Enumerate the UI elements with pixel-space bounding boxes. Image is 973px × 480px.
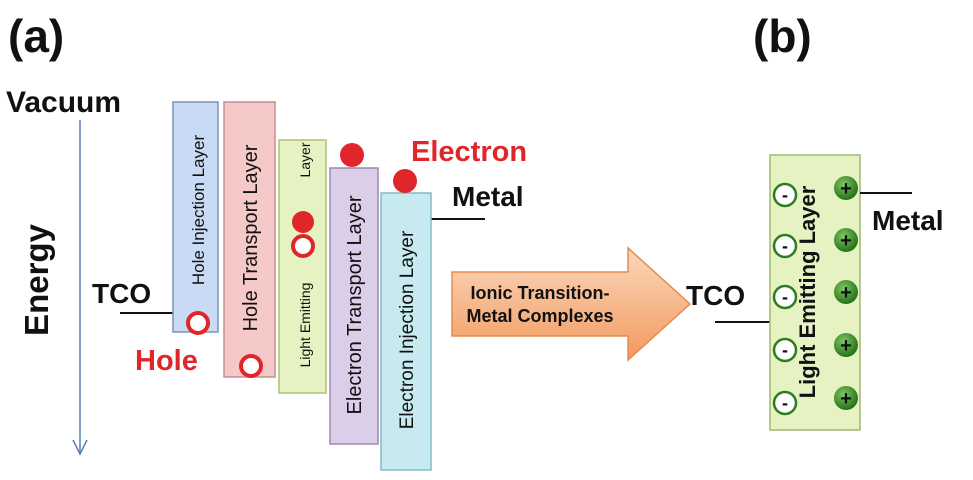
anion-symbol: - <box>782 393 788 413</box>
arrow-label-line1: Ionic Transition- <box>470 283 609 303</box>
light-emitting-layer-box <box>278 139 327 394</box>
hole-marker-hil <box>186 311 210 335</box>
cation-5: + <box>834 386 858 410</box>
vacuum-label: Vacuum <box>6 86 121 119</box>
cation-1: + <box>834 176 858 200</box>
anion-symbol: - <box>782 185 788 205</box>
anion-symbol: - <box>782 236 788 256</box>
panel-label-b: (b) <box>753 10 812 62</box>
hole-label: Hole <box>135 345 198 377</box>
anion-4: - <box>772 337 798 363</box>
electron-injection-layer-label: Electron Injection Layer <box>397 230 418 429</box>
tco-label-b: TCO <box>686 280 745 311</box>
hole-transport-layer-label: Hole Transport Layer <box>240 144 262 331</box>
hole-marker-eml <box>291 234 315 258</box>
electron-transport-layer-label: Electron Transport Layer <box>344 195 366 414</box>
light-emitting-layer-label-bottom: Light Emitting <box>297 283 313 368</box>
metal-label-b: Metal <box>872 205 944 236</box>
light-emitting-layer-label-top: Layer <box>297 142 313 177</box>
electron-label: Electron <box>411 136 527 168</box>
light-emitting-layer-label-b: Light Emitting Layer <box>795 185 820 398</box>
electron-marker-eml <box>292 211 314 233</box>
anion-1: - <box>772 182 798 208</box>
cation-symbol: + <box>840 388 852 410</box>
anion-symbol: - <box>782 340 788 360</box>
electron-marker-etl <box>340 143 364 167</box>
energy-label: Energy <box>18 223 55 336</box>
hole-injection-layer-box <box>172 101 219 333</box>
cation-symbol: + <box>840 178 852 200</box>
cation-2: + <box>834 228 858 252</box>
arrow-label-line2: Metal Complexes <box>466 306 613 326</box>
cation-symbol: + <box>840 335 852 357</box>
hole-marker-htl <box>239 354 263 378</box>
cation-symbol: + <box>840 282 852 304</box>
anion-symbol: - <box>782 287 788 307</box>
electron-injection-layer-box <box>380 192 432 471</box>
electron-marker-eil <box>393 169 417 193</box>
tco-label: TCO <box>92 278 151 309</box>
cation-3: + <box>834 280 858 304</box>
anion-5: - <box>772 390 798 416</box>
anion-3: - <box>772 284 798 310</box>
metal-label: Metal <box>452 181 524 212</box>
energy-axis-arrowhead <box>72 439 88 456</box>
panel-label-a: (a) <box>8 10 64 62</box>
transition-arrow <box>451 246 692 362</box>
electron-transport-layer-box <box>329 167 379 445</box>
cation-4: + <box>834 333 858 357</box>
hole-injection-layer-label: Hole Injection Layer <box>189 135 208 286</box>
anion-2: - <box>772 233 798 259</box>
cation-symbol: + <box>840 230 852 252</box>
